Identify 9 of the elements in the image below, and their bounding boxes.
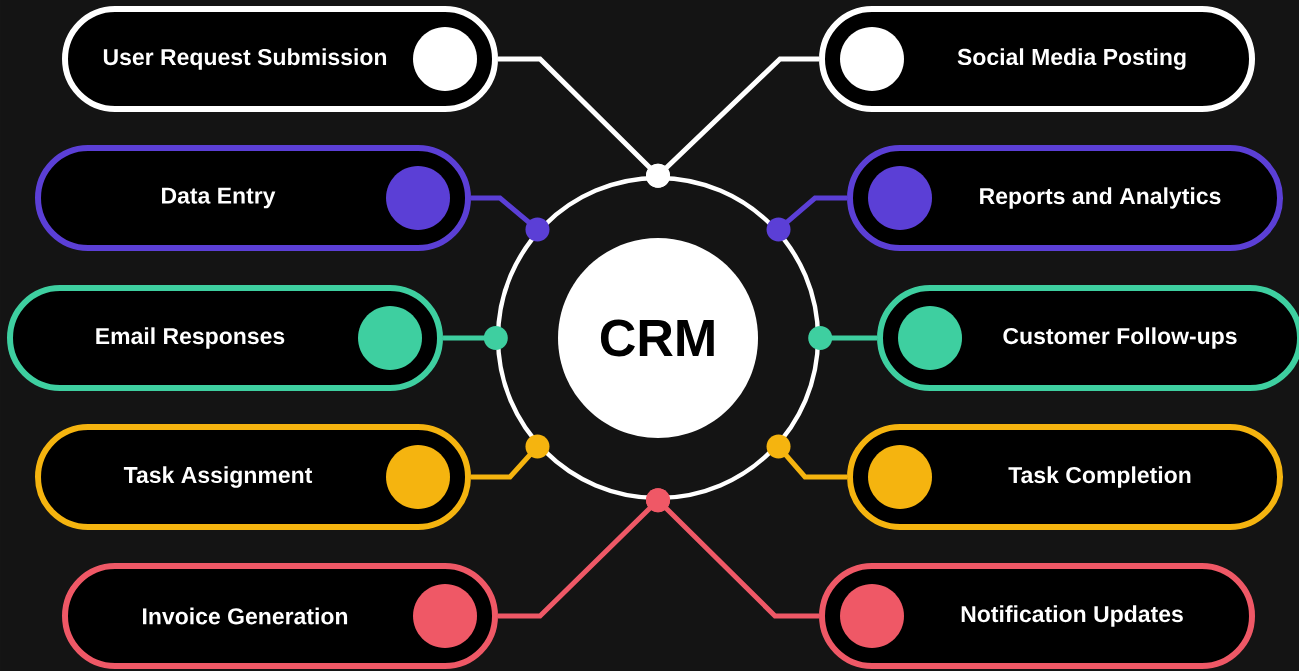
connector [808, 326, 877, 350]
connector [646, 488, 819, 619]
connector [766, 434, 847, 480]
connector [471, 195, 550, 242]
connector [766, 195, 847, 242]
ring [495, 175, 821, 501]
connector [646, 56, 819, 188]
connector [471, 434, 550, 480]
connector [443, 326, 508, 350]
